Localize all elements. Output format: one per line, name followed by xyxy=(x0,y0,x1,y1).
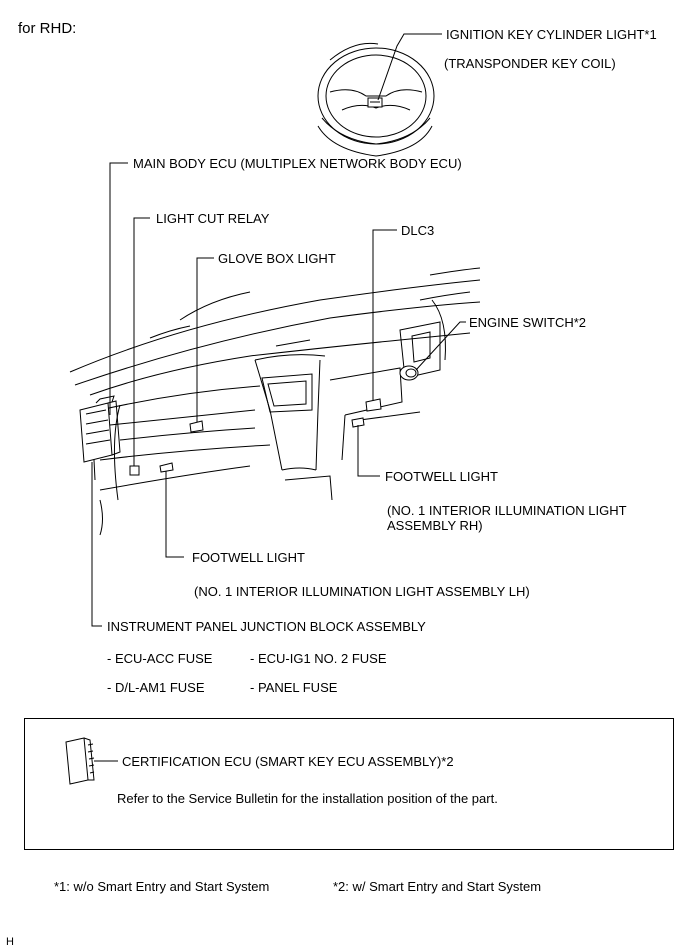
fuse-item: - ECU-IG1 NO. 2 FUSE xyxy=(250,651,387,666)
footwell-lh-leader-line xyxy=(165,471,184,558)
main-body-ecu-leader-line xyxy=(109,162,128,415)
glove-box-light-label: GLOVE BOX LIGHT xyxy=(218,251,336,266)
ignition-key-cylinder-light-label: IGNITION KEY CYLINDER LIGHT*1 xyxy=(446,27,657,42)
engine-switch-shape xyxy=(399,365,419,381)
light-cut-relay-label: LIGHT CUT RELAY xyxy=(156,211,270,226)
fuse-item: - ECU-ACC FUSE xyxy=(107,651,213,666)
footwell-light-rh-desc-2: ASSEMBLY RH) xyxy=(387,518,483,533)
light-cut-relay-leader-line xyxy=(133,217,150,466)
engine-switch-leader-line xyxy=(415,321,466,371)
junction-block-label: INSTRUMENT PANEL JUNCTION BLOCK ASSEMBLY xyxy=(107,619,426,634)
corner-code: H xyxy=(6,936,14,948)
dlc3-label: DLC3 xyxy=(401,223,435,238)
glove-box-light-shape xyxy=(189,420,204,433)
footwell-light-lh-desc: (NO. 1 INTERIOR ILLUMINATION LIGHT ASSEM… xyxy=(194,584,530,599)
footwell-light-lh-shape xyxy=(159,462,174,473)
ignition-leader-line xyxy=(377,33,442,101)
dashboard-outline xyxy=(69,267,481,536)
footwell-light-rh-desc-1: (NO. 1 INTERIOR ILLUMINATION LIGHT xyxy=(387,503,627,518)
smart-key-info-box xyxy=(24,718,674,850)
certification-ecu-label: CERTIFICATION ECU (SMART KEY ECU ASSEMBL… xyxy=(122,754,454,769)
dlc3-shape xyxy=(365,398,382,412)
fuse-item: - PANEL FUSE xyxy=(250,680,338,695)
footwell-light-rh-label: FOOTWELL LIGHT xyxy=(385,469,498,484)
main-body-ecu-label: MAIN BODY ECU (MULTIPLEX NETWORK BODY EC… xyxy=(133,156,462,171)
footwell-light-rh-shape xyxy=(351,417,365,428)
ignition-key-cylinder-light-shape xyxy=(367,97,383,108)
main-body-ecu-shape xyxy=(79,395,121,463)
light-cut-relay-shape xyxy=(129,465,140,476)
service-bulletin-note: Refer to the Service Bulletin for the in… xyxy=(117,791,498,806)
engine-switch-label: ENGINE SWITCH*2 xyxy=(469,315,587,330)
dlc3-leader-line xyxy=(372,229,397,401)
certification-ecu-icon xyxy=(65,737,95,785)
footnote-2: *2: w/ Smart Entry and Start System xyxy=(333,879,542,894)
junction-block-leader-line xyxy=(91,462,102,627)
variant-heading: for RHD: xyxy=(18,20,77,37)
footwell-light-lh-label: FOOTWELL LIGHT xyxy=(192,550,305,565)
glove-box-light-leader-line xyxy=(196,257,214,422)
footwell-rh-leader-line xyxy=(357,425,380,477)
transponder-key-coil-label: (TRANSPONDER KEY COIL) xyxy=(444,56,616,71)
fuse-item: - D/L-AM1 FUSE xyxy=(107,680,205,695)
footnote-1: *1: w/o Smart Entry and Start System xyxy=(54,879,270,894)
steering-wheel-illustration xyxy=(317,42,435,157)
